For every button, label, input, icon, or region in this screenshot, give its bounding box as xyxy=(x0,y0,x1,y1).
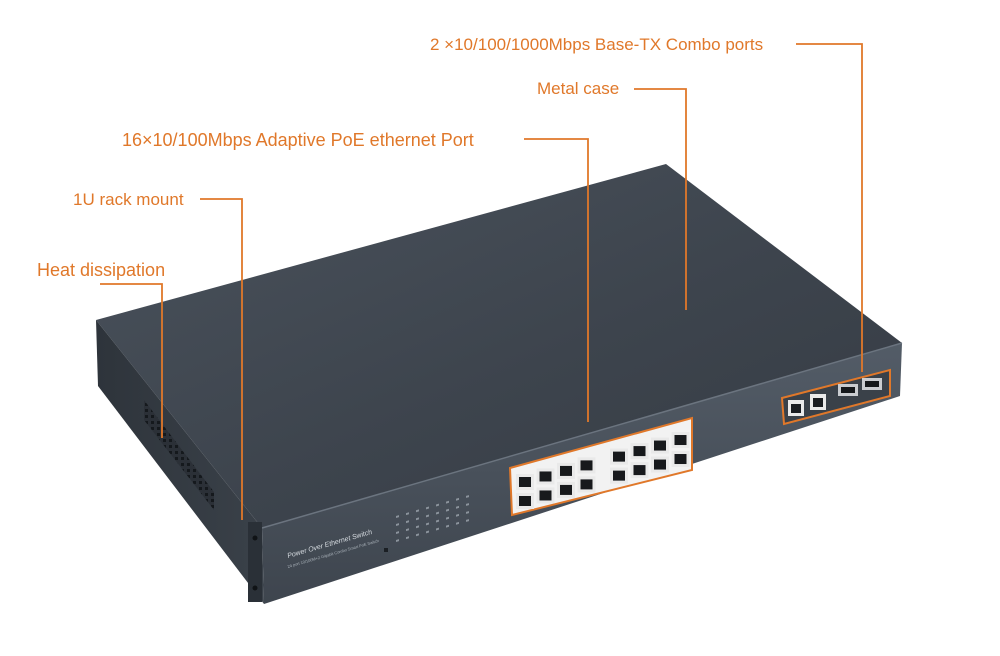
leader-line-poe xyxy=(524,138,589,422)
switch-chassis xyxy=(96,164,903,604)
leader-line-heat xyxy=(100,283,163,438)
case-top xyxy=(96,164,902,528)
poe-port-block xyxy=(508,416,693,517)
combo-port-block xyxy=(780,368,891,426)
rj45-port-6 xyxy=(630,443,649,460)
leader-line-combo xyxy=(796,43,863,372)
sfp-port-2 xyxy=(862,378,882,390)
rj45-port-12 xyxy=(577,476,596,493)
rj45-port-5 xyxy=(610,448,628,465)
callout-rack-mount: 1U rack mount xyxy=(73,190,184,209)
rj45-port-8 xyxy=(671,432,690,449)
rj45-port-3 xyxy=(557,462,575,479)
rj45-ports-16 xyxy=(516,432,690,509)
combo-rj45-port-2 xyxy=(810,394,826,410)
rj45-port-16 xyxy=(671,451,690,468)
leader-line-metal xyxy=(634,88,687,310)
leader-line-rack xyxy=(200,198,243,520)
sfp-port-1 xyxy=(838,384,858,396)
callout-metal-case: Metal case xyxy=(537,79,620,98)
led-indicators xyxy=(384,495,469,552)
rj45-port-4 xyxy=(577,457,596,474)
callout-poe-ports: 16×10/100Mbps Adaptive PoE ethernet Port xyxy=(122,130,474,150)
rj45-port-13 xyxy=(610,467,628,484)
rj45-port-2 xyxy=(536,468,555,485)
rj45-port-14 xyxy=(630,462,649,479)
rj45-port-9 xyxy=(516,493,534,509)
rj45-port-11 xyxy=(557,481,575,498)
rj45-port-10 xyxy=(536,487,555,504)
combo-rj45-port-1 xyxy=(788,400,804,416)
reset-button xyxy=(384,548,388,552)
rj45-port-7 xyxy=(651,437,669,454)
callout-combo-ports: 2 ×10/100/1000Mbps Base-TX Combo ports xyxy=(430,35,764,54)
leader-lines xyxy=(100,43,863,520)
rj45-port-15 xyxy=(651,456,669,473)
rj45-port-1 xyxy=(516,474,534,490)
callout-heat-dissipation: Heat dissipation xyxy=(37,260,166,280)
rack-ear-left xyxy=(248,522,262,602)
